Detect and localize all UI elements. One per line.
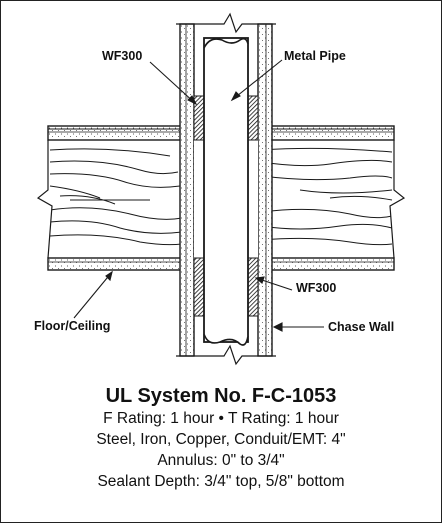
wall-break-marks <box>176 12 276 366</box>
chase-wall <box>179 23 273 357</box>
ratings-line: F Rating: 1 hour • T Rating: 1 hour <box>103 410 339 427</box>
label-wf300-bottom: WF300 <box>296 281 336 295</box>
annulus-line: Annulus: 0" to 3/4" <box>157 452 285 469</box>
metal-pipe <box>203 37 249 346</box>
label-chase-wall: Chase Wall <box>328 320 394 334</box>
system-caption: UL System No. F-C-1053 F Rating: 1 hour … <box>0 384 442 492</box>
firestop-section-drawing: WF300 Metal Pipe WF300 Floor/Ceiling Cha… <box>34 12 406 366</box>
leader-lines <box>73 59 324 332</box>
label-floor-ceiling: Floor/Ceiling <box>34 319 110 333</box>
pipe-types-line: Steel, Iron, Copper, Conduit/EMT: 4" <box>96 431 346 448</box>
sealant-depth-line: Sealant Depth: 3/4" top, 5/8" bottom <box>97 473 345 490</box>
floor-joist-grain <box>49 147 393 246</box>
label-metal-pipe: Metal Pipe <box>284 49 346 63</box>
system-title: UL System No. F-C-1053 <box>105 385 337 407</box>
label-wf300-top: WF300 <box>102 49 142 63</box>
floor-break-marks <box>36 140 406 259</box>
